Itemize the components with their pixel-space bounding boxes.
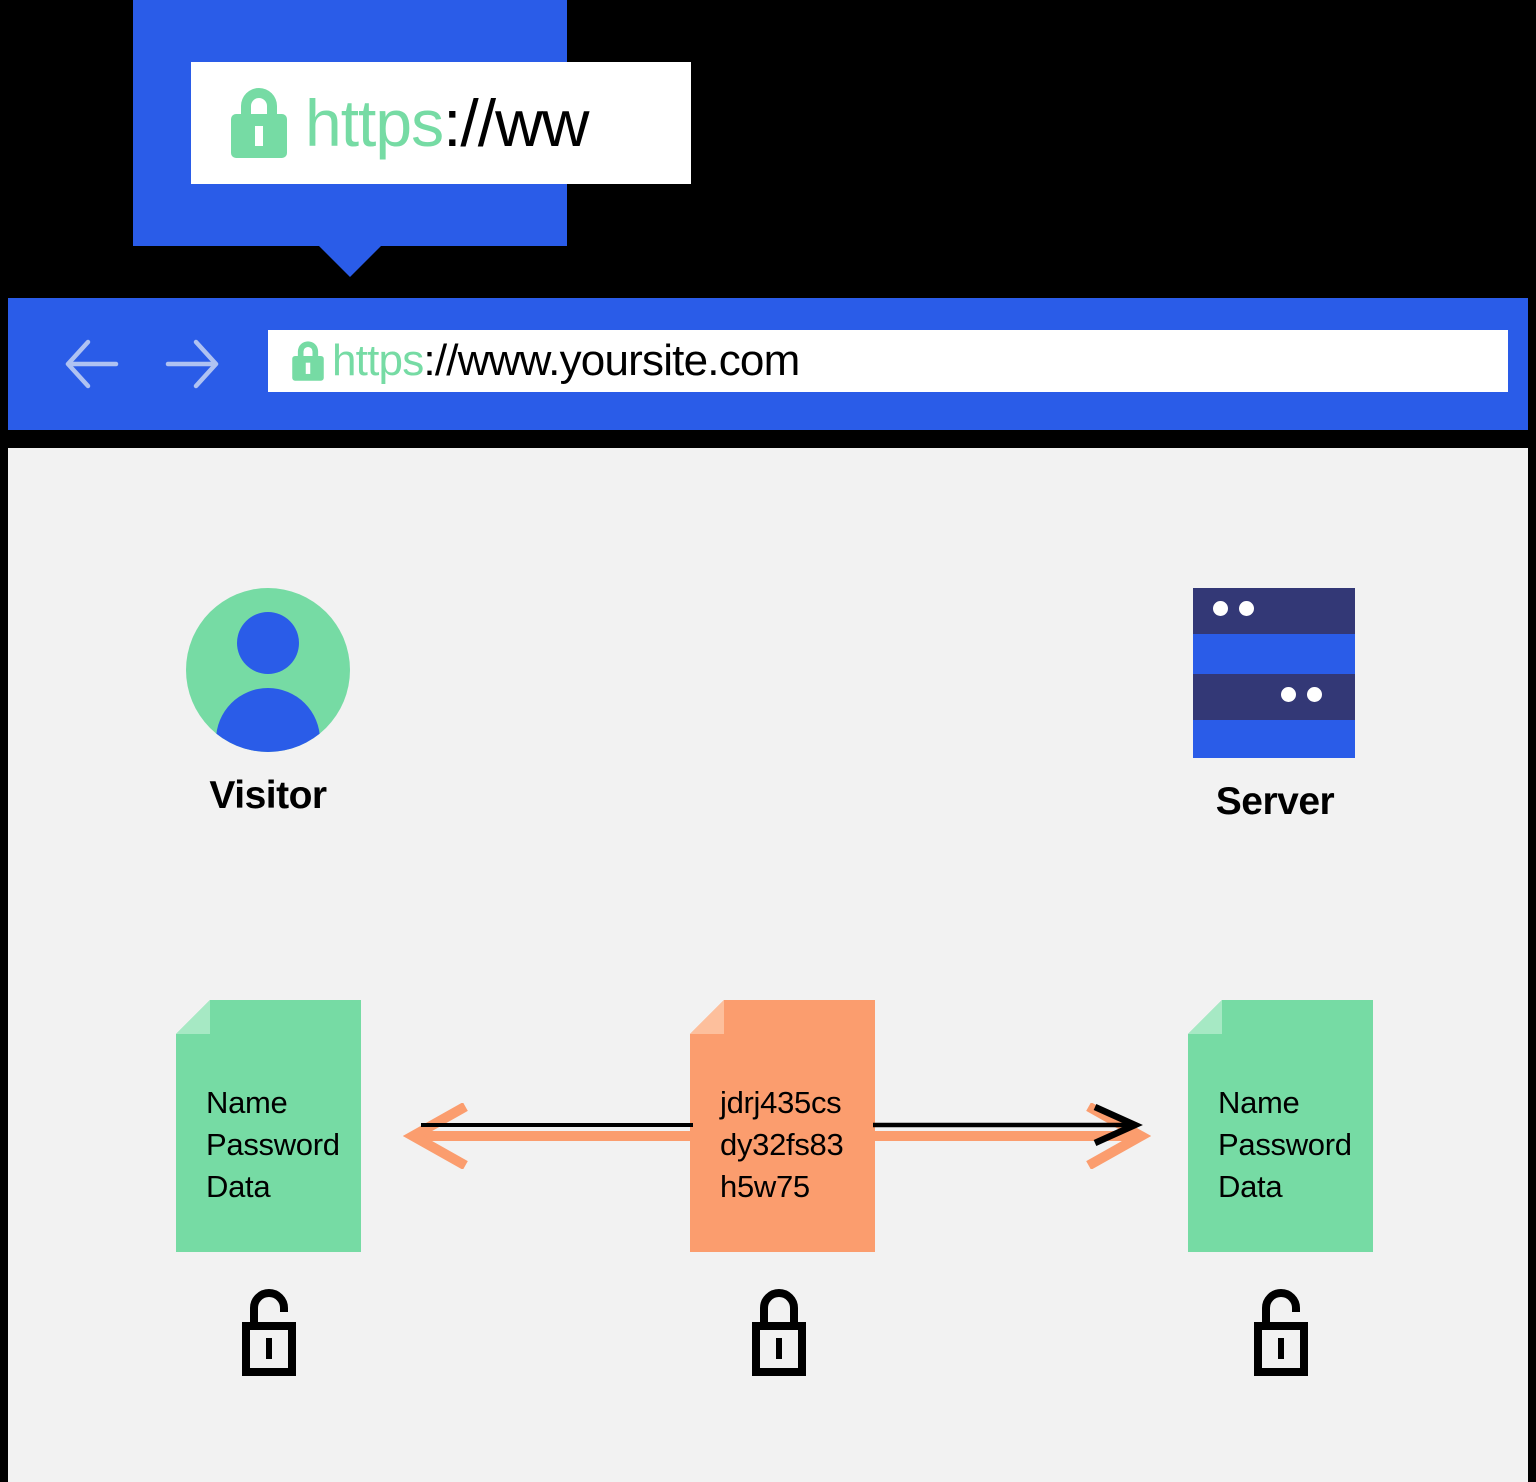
- unlocked-padlock-icon: [1248, 1288, 1314, 1385]
- server-led: [1307, 687, 1322, 702]
- browser-toolbar: https://www.yoursite.com: [8, 298, 1528, 430]
- server-band-1: [1193, 588, 1355, 634]
- locked-padlock-icon: [746, 1288, 812, 1385]
- document-text: Name Password Data: [206, 1085, 340, 1204]
- server-led: [1281, 687, 1296, 702]
- server-band-4: [1193, 720, 1355, 758]
- green-filled-padlock-icon: [227, 86, 291, 160]
- server-band-2: [1193, 634, 1355, 674]
- callout-url-rest: ://ww: [443, 86, 589, 160]
- callout-pointer-triangle: [318, 245, 382, 277]
- diagram-content-panel: Visitor Server: [8, 448, 1528, 1482]
- arrow-right-icon: [841, 1102, 1152, 1174]
- arrow-left-icon: [402, 1102, 713, 1174]
- person-avatar-icon: [186, 588, 350, 752]
- server-led: [1213, 601, 1228, 616]
- document-icon: jdrj435cs dy32fs83 h5w75: [690, 1000, 875, 1252]
- https-url-callout: https://ww: [133, 0, 691, 246]
- arrow-right-icon: [873, 1103, 1143, 1154]
- address-bar-input[interactable]: https://www.yoursite.com: [268, 330, 1508, 392]
- document-body: [690, 1000, 875, 1252]
- document-text: jdrj435cs dy32fs83 h5w75: [720, 1085, 844, 1204]
- document-fold-corner: [176, 1000, 210, 1034]
- callout-url-scheme: https: [305, 86, 444, 160]
- document-fold-corner: [1188, 1000, 1222, 1034]
- server-node: Server: [1193, 588, 1357, 824]
- avatar-head: [237, 612, 299, 674]
- callout-url-text: https://ww: [305, 90, 589, 156]
- document-icon: Name Password Data: [1188, 1000, 1373, 1252]
- address-url-rest: ://www.yoursite.com: [423, 336, 800, 385]
- arrow-right-icon[interactable]: [160, 336, 222, 392]
- address-url-scheme: https: [332, 336, 424, 385]
- server-band-3: [1193, 674, 1355, 720]
- document-fold-corner: [690, 1000, 724, 1034]
- document-text: Name Password Data: [1218, 1085, 1352, 1204]
- document-body: [1188, 1000, 1373, 1252]
- green-filled-padlock-icon: [290, 340, 326, 382]
- server-led: [1239, 601, 1254, 616]
- document-body: [176, 1000, 361, 1252]
- document-icon: Name Password Data: [176, 1000, 361, 1252]
- address-url-text: https://www.yoursite.com: [332, 336, 800, 385]
- avatar-body: [216, 688, 320, 752]
- connector-line: [421, 1123, 693, 1127]
- unlocked-padlock-icon: [236, 1288, 302, 1385]
- server-label: Server: [1215, 780, 1335, 823]
- arrow-left-icon[interactable]: [62, 336, 124, 392]
- callout-address-field: https://ww: [191, 62, 691, 184]
- server-rack-icon: [1193, 588, 1355, 758]
- visitor-label: Visitor: [209, 774, 327, 817]
- visitor-node: Visitor: [186, 588, 350, 818]
